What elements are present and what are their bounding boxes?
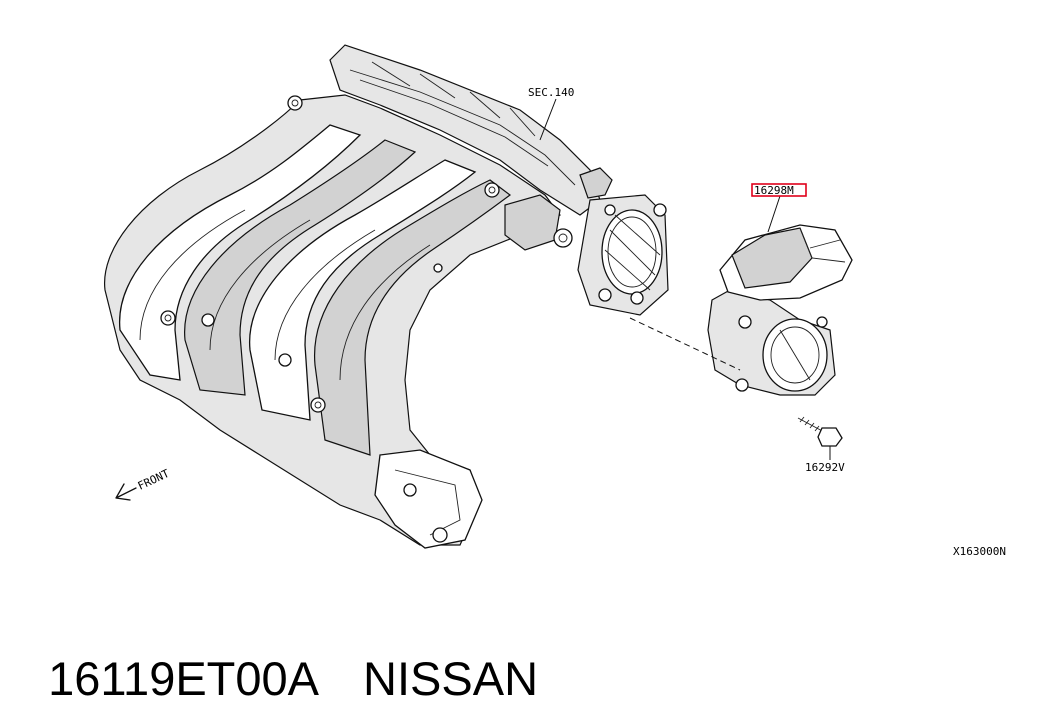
caption: 16119ET00A NISSAN — [22, 596, 538, 706]
bolt-part-label: 16292V — [805, 461, 845, 474]
intake-manifold-diagram: SEC.140 16298M 16292V FRONT X163000N — [104, 44, 1006, 558]
front-label: FRONT — [136, 467, 172, 493]
alignment-dashed-line — [629, 317, 741, 371]
front-arrow: FRONT — [115, 467, 172, 501]
sec-ref-label: SEC.140 — [528, 86, 574, 99]
bolt — [797, 416, 843, 447]
highlight-box — [751, 183, 807, 197]
leader-highlighted-part — [767, 195, 781, 233]
part-number: 16119ET00A — [48, 652, 320, 705]
throttle-body — [707, 224, 853, 396]
intake-manifold — [104, 44, 613, 549]
leader-sec-ref — [539, 98, 557, 141]
manifold-throttle-flange — [577, 194, 669, 316]
highlighted-part-label: 16298M — [754, 184, 794, 197]
brand-name: NISSAN — [363, 652, 539, 705]
figure-id-label: X163000N — [953, 545, 1006, 558]
